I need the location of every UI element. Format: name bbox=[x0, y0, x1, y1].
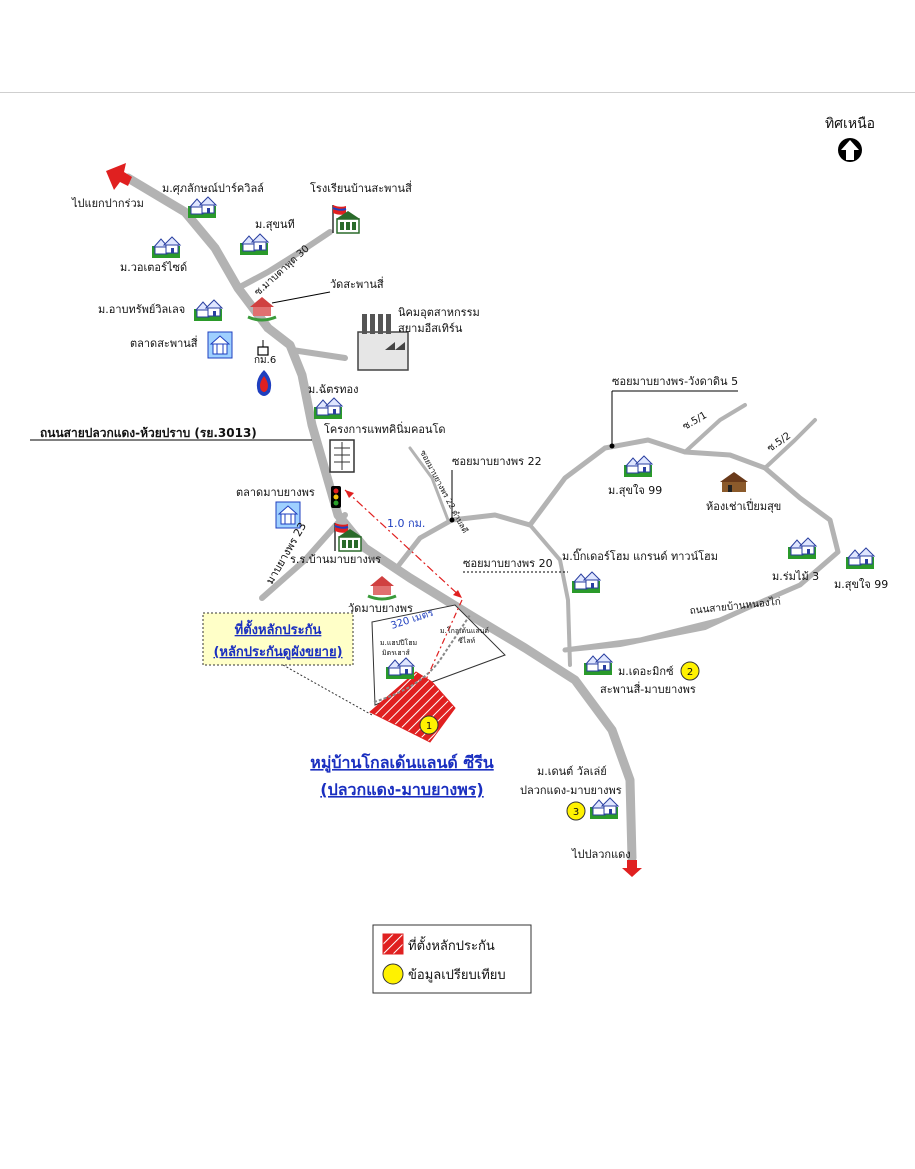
label-soi-20: ซอยมาบยางพร 20 bbox=[463, 557, 553, 570]
rental-house-icon bbox=[720, 472, 748, 492]
road-soi-5-1 bbox=[683, 403, 747, 454]
soi-22-dot bbox=[449, 517, 455, 523]
label-inset-b2: ซีไลท์ bbox=[458, 636, 476, 645]
label-the-mix: ม.เดอะมิกซ์ bbox=[618, 665, 674, 678]
label-suksanti: ม.สุขนที bbox=[255, 218, 295, 231]
km-post-icon bbox=[257, 340, 269, 356]
market-icon bbox=[207, 331, 233, 359]
marker-2 bbox=[680, 661, 700, 681]
label-soi-wangdin: ซอยมาบยางพร-วังดาดิน 5 bbox=[612, 375, 738, 388]
marker-2-label: 2 bbox=[687, 667, 693, 678]
north-arrow-icon bbox=[838, 138, 862, 162]
label-arbon: ม.อาบทรัพย์วิลเลจ bbox=[98, 303, 185, 316]
label-wat-sapansi: วัดสะพานสี่ bbox=[330, 276, 384, 291]
label-rental: ห้องเช่าเปี่ยมสุข bbox=[706, 498, 781, 513]
legend-comparison-swatch bbox=[382, 963, 404, 985]
house-icon bbox=[583, 653, 613, 676]
marker-3 bbox=[566, 801, 586, 821]
house-icon bbox=[787, 537, 817, 560]
traffic-light-icon bbox=[331, 486, 341, 508]
legend-comparison-label: ข้อมูลเปรียบเทียบ bbox=[408, 967, 506, 983]
road-soi-20 bbox=[493, 513, 572, 667]
temple-icon bbox=[366, 574, 398, 601]
label-soi-5-2: ซ.5/2 bbox=[765, 430, 793, 454]
label-market-sapansi: ตลาดสะพานสี่ bbox=[130, 335, 198, 350]
project-subtitle[interactable]: (ปลวกแดง-มาบยางพร) bbox=[320, 780, 483, 799]
label-market-mapyangporn: ตลาดมาบยางพร bbox=[236, 486, 315, 499]
label-suksai99b: ม.สุขใจ 99 bbox=[834, 578, 888, 591]
label-soi-5-1: ซ.5/1 bbox=[681, 410, 709, 433]
label-waterside: ม.วอเตอร์ไซด์ bbox=[120, 261, 187, 274]
collateral-note-box bbox=[202, 612, 354, 666]
main-road-label: ถนนสายปลวกแดง-ห้วยปราบ (รย.3013) bbox=[40, 426, 257, 440]
house-icon bbox=[151, 236, 181, 259]
label-to-pakruam: ไปแยกปากร่วม bbox=[71, 197, 144, 210]
road-soi-5 bbox=[527, 437, 841, 653]
wat-sapansi-pointer bbox=[271, 291, 331, 304]
label-estate-line2: สยามอีสเทิร์น bbox=[398, 322, 463, 335]
label-condo: โครงการแพทคินิ่มคอนโด bbox=[324, 421, 446, 436]
house-icon bbox=[623, 455, 653, 478]
distance-1km-line bbox=[344, 489, 463, 599]
house-icon bbox=[313, 397, 343, 420]
distance-320m-line bbox=[424, 599, 463, 683]
marker-3-label: 3 bbox=[573, 807, 579, 818]
school-flag-icon bbox=[332, 204, 361, 234]
arrow-to-pakruam-icon bbox=[106, 163, 132, 190]
label-to-pluakdaeng: ไปปลวกแดง bbox=[571, 848, 631, 861]
north-label: ทิศเหนือ bbox=[825, 116, 875, 132]
house-icon bbox=[239, 233, 269, 256]
label-inset-a1: ม.แฮปปีโฮม bbox=[380, 638, 417, 647]
house-icon bbox=[571, 571, 601, 594]
house-icon bbox=[193, 299, 223, 322]
header-divider bbox=[0, 92, 915, 93]
road-soi-5-2 bbox=[763, 418, 817, 470]
legend-collateral-swatch bbox=[382, 933, 404, 955]
label-the-sun-line2: ปลวกแดง-มาบยางพร bbox=[520, 784, 622, 797]
road-soi-maptaphut-30 bbox=[235, 229, 333, 291]
label-inset-a2: มิตรเฮาส์ bbox=[382, 649, 411, 657]
label-wat-mapyangporn: วัดมาบยางพร bbox=[348, 602, 413, 615]
label-soi-22: ซอยมาบยางพร 22 bbox=[452, 455, 542, 468]
marker-1-label: 1 bbox=[426, 721, 432, 732]
label-big-home: ม.บิ๊กเดอร์โฮม แกรนด์ ทาวน์โฮม bbox=[562, 548, 718, 563]
road-estate bbox=[289, 347, 348, 361]
label-school-sapansi: โรงเรียนบ้านสะพานสี่ bbox=[310, 180, 412, 195]
distance-arrow-icon bbox=[453, 590, 462, 598]
label-dist-1km: 1.0 กม. bbox=[387, 517, 425, 530]
label-chatrathong: ม.ฉัตรทอง bbox=[308, 383, 359, 396]
condo-building-icon bbox=[329, 439, 355, 473]
label-km6: กม.6 bbox=[254, 355, 276, 366]
gas-station-icon bbox=[256, 370, 272, 396]
legend bbox=[372, 924, 532, 994]
house-icon bbox=[589, 797, 619, 820]
collateral-note-line2: (หลักประกันดูผังขยาย) bbox=[213, 645, 342, 660]
house-icon bbox=[187, 196, 217, 219]
collateral-note-line1: ที่ตั้งหลักประกัน bbox=[235, 619, 322, 638]
marker-1 bbox=[419, 715, 439, 735]
soi-wangdin-dot bbox=[609, 443, 615, 449]
label-estate-line1: นิคมอุตสาหกรรม bbox=[398, 306, 480, 319]
factory-icon bbox=[357, 314, 409, 371]
collateral-note-pointer bbox=[282, 664, 373, 716]
label-suksai99a: ม.สุขใจ 99 bbox=[608, 484, 662, 497]
label-inset-b1: ม.โกลเด้นแลนด์ bbox=[440, 626, 489, 635]
distance-arrow-icon bbox=[345, 490, 354, 498]
road-nongkai bbox=[568, 596, 772, 652]
house-icon bbox=[845, 547, 875, 570]
label-suphalak: ม.ศุภลักษณ์ปาร์ควิลล์ bbox=[162, 182, 264, 195]
label-the-sun-line1: ม.เดนต์ วัลเล่ย์ bbox=[537, 765, 607, 778]
project-title[interactable]: หมู่บ้านโกลเด้นแลนด์ ซีรีน bbox=[310, 752, 494, 774]
legend-collateral-label: ที่ตั้งหลักประกัน bbox=[408, 936, 495, 954]
road-soi-23 bbox=[259, 512, 348, 601]
label-sapansi-mapyangporn: สะพานสี่-มาบยางพร bbox=[600, 681, 696, 696]
road-side-condo bbox=[408, 446, 450, 522]
arrow-to-pluakdaeng-icon bbox=[622, 860, 642, 877]
label-school-mapyangporn: ร.ร.บ้านมาบยางพร bbox=[290, 553, 381, 566]
label-romsai3: ม.ร่มไม้ 3 bbox=[772, 570, 819, 583]
